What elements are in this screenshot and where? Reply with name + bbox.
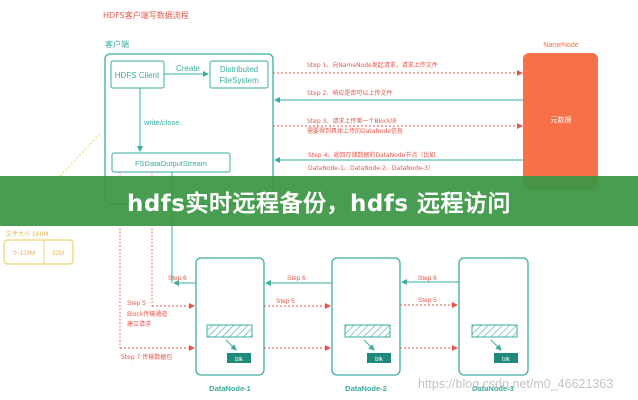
watermark: https://blog.csdn.net/m0_46621363 xyxy=(418,377,614,391)
step5-label-2: Step 5 xyxy=(276,298,295,305)
step5-desc-2: 建立请求 xyxy=(127,320,151,328)
step5-label-3: Step 5 xyxy=(418,297,437,304)
dfs-line1: Distributed xyxy=(220,65,258,74)
namenode-box xyxy=(523,53,598,190)
step6-label-1: Step 6 xyxy=(168,275,187,282)
step6-label-3: Step 6 xyxy=(418,275,437,282)
step4-label-2: DataNode-1、DataNode-2、DataNode-3） xyxy=(308,165,434,172)
namenode-metadata: 元数据 xyxy=(551,115,572,124)
datanode-3: blk DataNode-3 xyxy=(458,257,529,393)
datanode-2: blk DataNode-2 xyxy=(331,257,401,393)
step1-label: Step 1、向NameNode发起请求，请求上传文件 xyxy=(307,61,438,69)
datanode-2-label: DataNode-2 xyxy=(345,384,387,393)
banner-title: hdfs实时远程备份，hdfs 远程访问 xyxy=(126,191,512,217)
file-size-label: 文件大小 160M xyxy=(6,230,49,238)
step6-label-2: Step 6 xyxy=(287,275,306,282)
create-label: Create xyxy=(176,64,201,73)
client-label: 客户端 xyxy=(105,39,129,49)
title-banner: hdfs实时远程备份，hdfs 远程访问 xyxy=(0,176,638,226)
step3-label-1: Step 3、请求上传第一个Block块 xyxy=(307,117,397,125)
fsdataoutputstream-box xyxy=(111,152,231,173)
datanode-1-label: DataNode-1 xyxy=(209,384,251,393)
datanode-3-label: DataNode-3 xyxy=(472,384,514,393)
step5-desc-1: Block传输通道 xyxy=(127,310,167,318)
file-blocks-box xyxy=(3,239,74,265)
step5-label-1: Step 5 xyxy=(127,300,146,307)
step4-label-1: Step 4、返回存储数据的DataNode节点（比如 xyxy=(308,151,435,159)
blk-label-3: blk xyxy=(502,357,511,363)
fsdos-label: FSDataOutputStream xyxy=(135,159,207,168)
step7-label: Step 7 传输数据包 xyxy=(121,353,172,361)
blk-label-1: blk xyxy=(235,357,244,363)
dfs-line2: FileSystem xyxy=(219,76,259,85)
write-close-label: write/close xyxy=(143,118,179,127)
hdfs-client-label: HDFS Client xyxy=(115,71,160,80)
blk-label-2: blk xyxy=(375,357,384,363)
block1-label: 0~128M xyxy=(13,251,35,257)
distributed-filesystem-box xyxy=(209,60,269,89)
namenode-label: NameNode xyxy=(543,42,579,49)
block2-label: 32M xyxy=(52,251,64,257)
step3-label-2: 需要得到具体上传的DataNode信息 xyxy=(307,127,403,135)
diagram-title: HDFS客户端写数据流程 xyxy=(103,10,189,20)
step2-label: Step 2、响应是否可以上传文件 xyxy=(307,89,392,97)
datanode-1: blk DataNode-1 xyxy=(195,257,265,393)
